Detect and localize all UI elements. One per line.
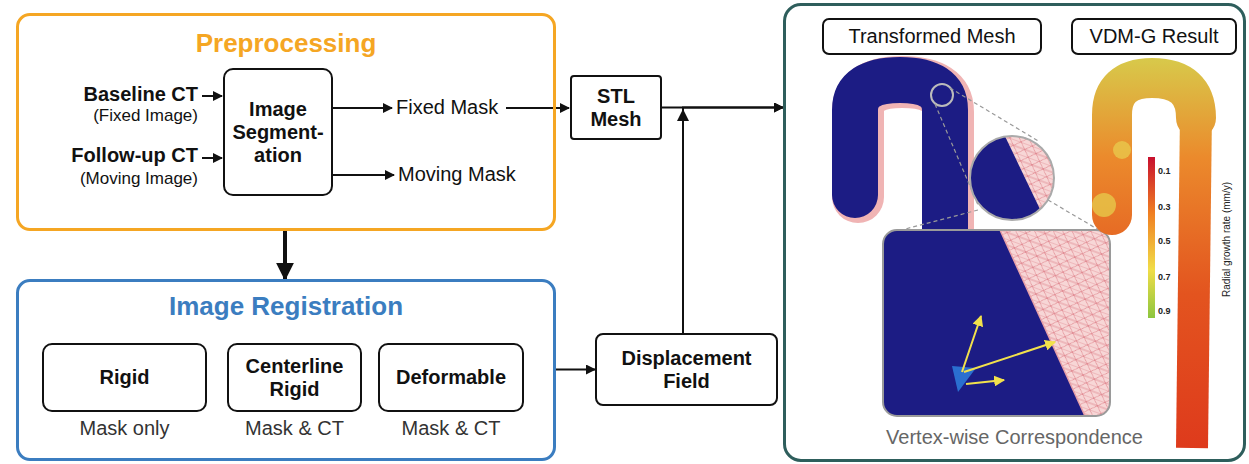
box-label: Centerline Rigid	[233, 355, 356, 401]
box-label: Deformable	[396, 366, 506, 389]
mesh-region	[960, 130, 1070, 230]
input-note: Mask & CT	[217, 417, 372, 440]
input-label: Follow-up CT	[28, 144, 198, 167]
growth-patch	[1113, 141, 1131, 159]
process-box: Image Segment- ation	[223, 68, 333, 196]
inset-frame	[883, 230, 1110, 416]
output-label: Moving Mask	[398, 163, 548, 186]
image-tag: VDM-G Result	[1071, 18, 1237, 55]
box-label: Image Segment- ation	[229, 98, 327, 167]
inset	[883, 230, 1110, 416]
method-box: DeformableMask & CT	[378, 343, 524, 412]
boundary-line	[1000, 230, 1085, 416]
mesh-region	[1002, 130, 1070, 230]
correspondence-arrow	[962, 316, 981, 372]
aorta-result	[1192, 112, 1196, 448]
image-tag: Transformed Mesh	[822, 18, 1042, 55]
zoom-circle	[970, 136, 1054, 220]
flow-arrow	[283, 231, 287, 279]
tick-label: 0.3	[1158, 202, 1178, 212]
stage-title: Image Registration	[19, 291, 553, 322]
method-box: Centerline RigidMask & CT	[227, 343, 362, 412]
correspondence-arrow	[964, 342, 1055, 372]
zoom-leader	[950, 88, 1040, 142]
growth-patch	[1092, 193, 1116, 217]
correspondence-arrow	[966, 380, 1004, 384]
stage-panel: Image RegistrationRigidMask onlyCenterli…	[16, 279, 556, 461]
process-box: STL Mesh	[570, 75, 662, 140]
box-label: Rigid	[100, 366, 150, 389]
tick-label: 0.9	[1158, 306, 1178, 316]
mesh-region	[1000, 230, 1110, 416]
flow-arrow	[683, 108, 783, 334]
panel-caption: Vertex-wise Correspondence	[786, 426, 1243, 449]
zoom-lens	[960, 130, 1070, 230]
zoom-circle	[931, 84, 953, 106]
input-sublabel: (Fixed Image)	[28, 106, 198, 126]
output-label: Fixed Mask	[396, 96, 526, 119]
input-sublabel: (Moving Image)	[18, 169, 198, 189]
input-arrow	[202, 157, 222, 159]
axis-title: Radial growth rate (mm/y)	[1220, 175, 1233, 305]
input-label: Baseline CT	[28, 83, 198, 106]
flow-arrow	[556, 369, 595, 371]
tick-label: 0.1	[1158, 166, 1178, 176]
method-box: RigidMask only	[42, 343, 207, 412]
output-arrow	[332, 107, 392, 109]
mask-arrow	[506, 107, 569, 109]
result-panel: Vertex-wise Correspondence Transformed Me…	[783, 3, 1246, 462]
box-label: VDM-G Result	[1090, 25, 1219, 48]
tick-label: 0.7	[1158, 272, 1178, 282]
input-note: Mask & CT	[368, 417, 534, 440]
stage-title: Preprocessing	[19, 28, 553, 59]
mesh-region	[883, 230, 1110, 416]
colorbar	[1148, 157, 1155, 318]
output-arrow	[332, 174, 394, 176]
tick-label: 0.5	[1158, 236, 1178, 246]
box-label: Displacement Field	[601, 347, 772, 393]
aorta-mesh	[855, 80, 945, 240]
process-box: Displacement Field	[595, 333, 778, 406]
box-label: Transformed Mesh	[848, 25, 1015, 48]
input-arrow	[202, 95, 222, 97]
box-label: STL Mesh	[576, 85, 656, 131]
input-note: Mask only	[32, 417, 217, 440]
